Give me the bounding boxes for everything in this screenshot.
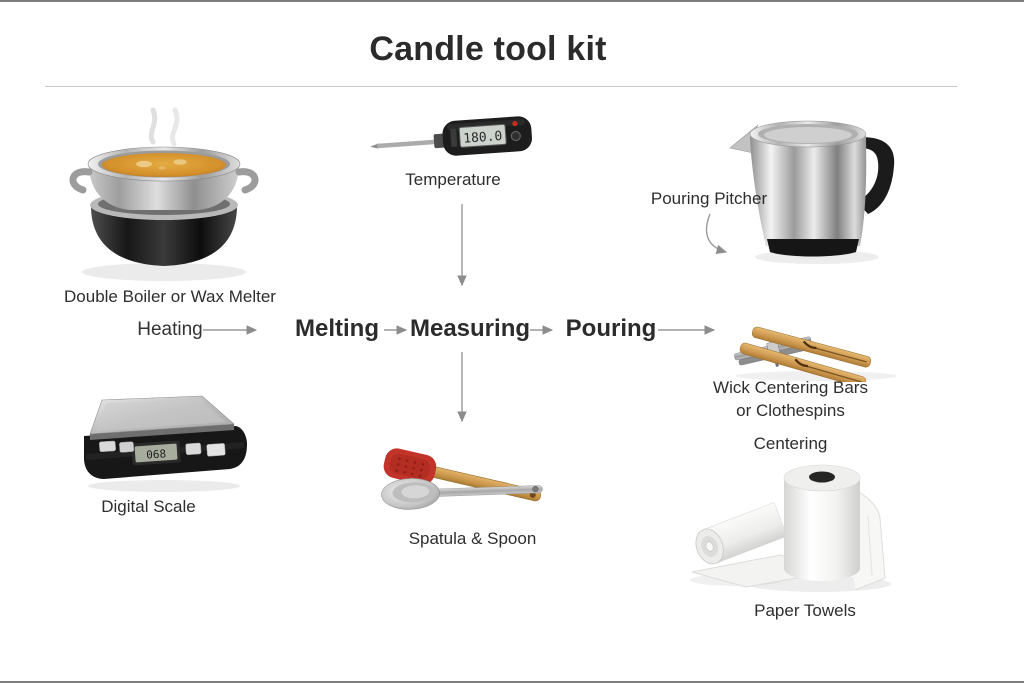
bottom-edge-line (0, 681, 1024, 683)
digital-scale-illustration: 068 (84, 395, 247, 492)
paper-towels-label: Paper Towels (754, 601, 856, 620)
double-boiler-label: Double Boiler or Wax Melter (64, 287, 276, 306)
flow-step-melting: Melting (295, 315, 379, 342)
pouring-pitcher-label: Pouring Pitcher (650, 189, 768, 208)
flow-step-pouring: Pouring (565, 315, 657, 342)
scale-display: 068 (146, 447, 167, 461)
double-boiler-illustration (69, 107, 259, 281)
steam-icon (148, 107, 180, 147)
paper-towels-illustration (690, 464, 891, 592)
flow-step-measuring: Measuring (409, 315, 531, 342)
thermometer-illustration: 180.0 (370, 116, 532, 156)
wick-bars-label-line1: Wick Centering Bars (713, 378, 868, 397)
title-divider (45, 86, 957, 87)
wick-bars-illustration (734, 326, 896, 382)
flow-step-heating: Heating (137, 319, 203, 340)
temperature-label: Temperature (405, 170, 501, 189)
thermometer-display: 180.0 (463, 129, 503, 147)
wick-bars-label-line2: or Clothespins (736, 401, 845, 420)
top-edge-line (0, 0, 1024, 2)
centering-stage-label: Centering (753, 434, 828, 453)
pouring-pitcher-illustration (729, 120, 895, 264)
page-title: Candle tool kit (369, 30, 607, 68)
spatula-spoon-label: Spatula & Spoon (408, 529, 537, 548)
digital-scale-label: Digital Scale (101, 497, 196, 516)
spatula-spoon-illustration (381, 448, 543, 510)
